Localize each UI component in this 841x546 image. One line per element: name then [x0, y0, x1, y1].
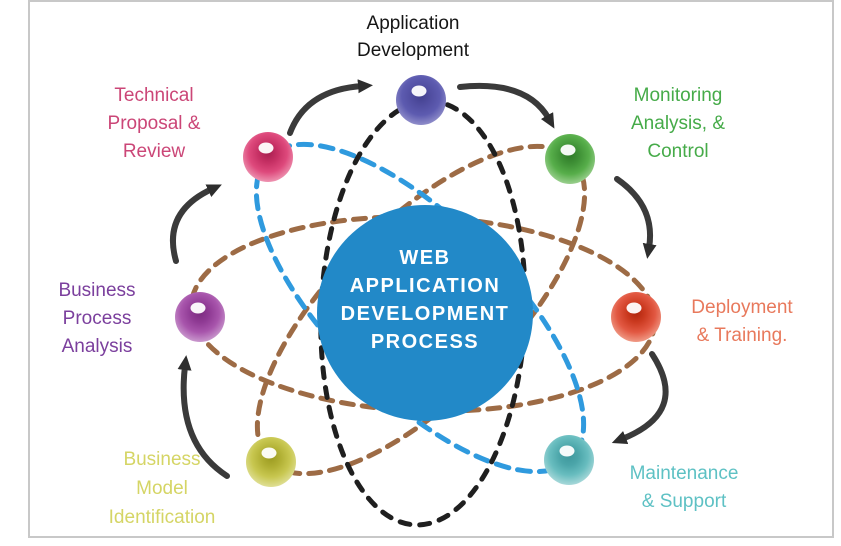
label-line: Identification: [108, 507, 216, 528]
sphere-monitoring-analysis-control: [545, 134, 595, 184]
label-application-development: Application Development: [357, 10, 469, 64]
center-circle: [317, 205, 533, 421]
arrow-businessprocess-to-technical: [169, 184, 222, 264]
arrow-deployment-to-maintenance: [611, 351, 669, 445]
arrow-businessmodel-to-businessprocess: [177, 355, 230, 479]
arrow-technical-to-application: [287, 79, 373, 136]
label-line: Analysis: [61, 336, 133, 357]
label-monitoring-analysis-control: Monitoring Analysis, & Control: [631, 82, 725, 166]
label-business-process-analysis: Business Process Analysis: [58, 277, 135, 361]
label-line: Analysis, &: [631, 113, 725, 134]
arrow-application-to-monitoring: [457, 82, 555, 129]
sphere-group: [175, 75, 661, 487]
sphere-technical-proposal-review: [243, 132, 293, 182]
label-business-model-identification: Business Model Identification: [109, 445, 216, 532]
arrow-group: [169, 79, 669, 479]
center-title-line: DEVELOPMENT: [340, 303, 510, 325]
label-maintenance-support: Maintenance & Support: [630, 460, 739, 516]
label-line: & Support: [641, 491, 727, 512]
label-line: Monitoring: [633, 85, 723, 106]
label-deployment-training: Deployment & Training.: [691, 294, 792, 350]
sphere-business-process-analysis: [175, 292, 225, 342]
label-line: Process: [62, 308, 132, 329]
center-circle-title: WEB APPLICATION DEVELOPMENT PROCESS: [341, 244, 510, 356]
label-line: Control: [647, 141, 709, 162]
label-line: Application: [366, 13, 460, 34]
sphere-maintenance-support: [544, 435, 594, 485]
label-line: Development: [357, 40, 469, 61]
center-title-line: APPLICATION: [349, 275, 501, 297]
label-technical-proposal-review: Technical Proposal & Review: [108, 82, 201, 166]
center-title-line: WEB: [399, 247, 451, 269]
label-line: Review: [122, 141, 186, 162]
label-line: Business: [123, 449, 201, 470]
label-line: Proposal &: [107, 113, 201, 134]
label-line: Model: [136, 478, 188, 499]
sphere-deployment-training: [611, 292, 661, 342]
label-line: Deployment: [691, 297, 793, 318]
sphere-business-model-identification: [246, 437, 296, 487]
label-line: Business: [58, 280, 136, 301]
label-line: & Training.: [696, 325, 788, 346]
label-line: Technical: [114, 85, 194, 106]
label-line: Maintenance: [629, 463, 739, 484]
arrow-monitoring-to-deployment: [614, 176, 657, 259]
sphere-application-development: [396, 75, 446, 125]
center-title-line: PROCESS: [370, 331, 480, 353]
